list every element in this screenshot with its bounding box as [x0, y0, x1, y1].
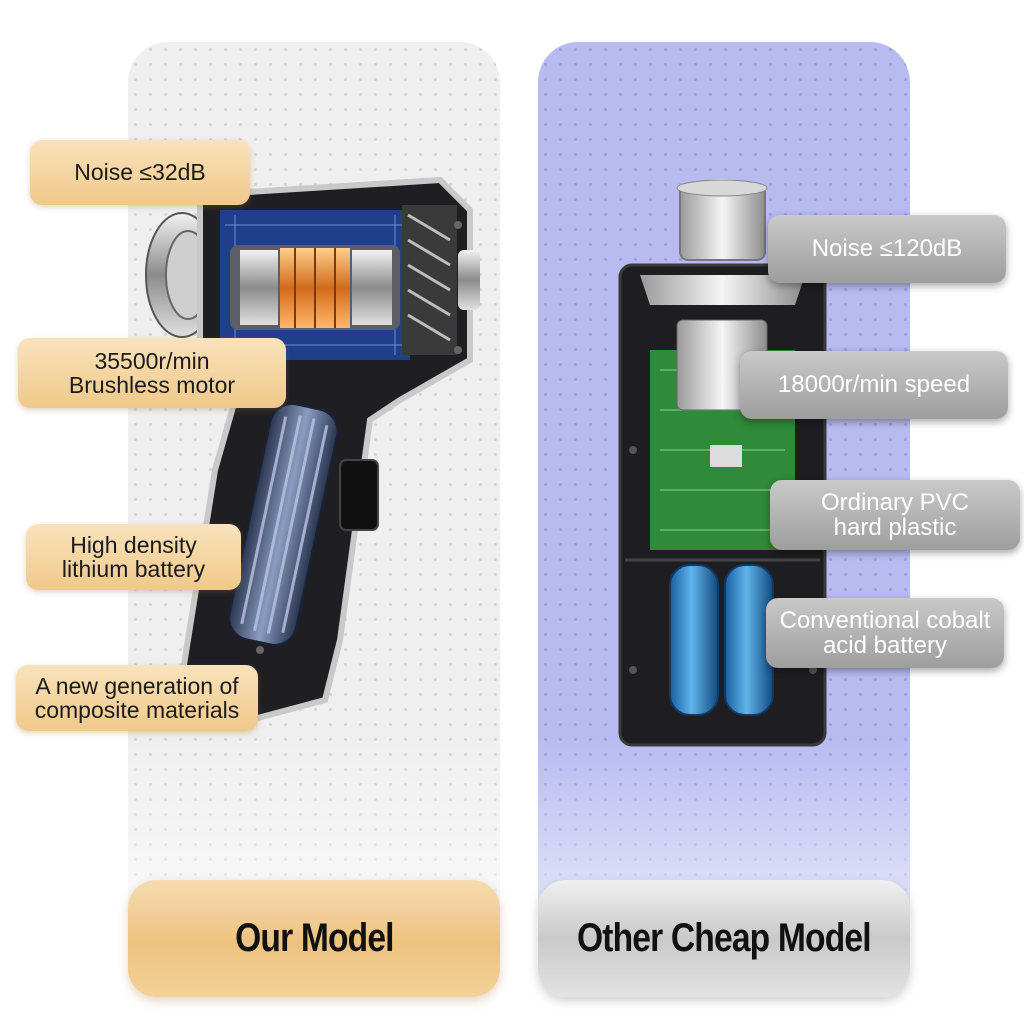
feature-label-materials-ours: A new generation of composite materials [16, 665, 258, 731]
other-model-title: Other Cheap Model [577, 916, 872, 960]
our-model-title: Our Model [234, 916, 394, 960]
feature-label-noise-other: Noise ≤120dB [768, 215, 1006, 283]
feature-label-plastic-other: Ordinary PVC hard plastic [770, 480, 1020, 550]
feature-label-battery-other: Conventional cobalt acid battery [766, 598, 1004, 668]
other-model-footer: Other Cheap Model [538, 880, 910, 997]
feature-label-motor-ours: 35500r/min Brushless motor [18, 338, 286, 408]
feature-label-battery-ours: High density lithium battery [26, 524, 241, 590]
blower-cutaway-illustration [145, 176, 480, 724]
our-model-footer: Our Model [128, 880, 500, 997]
feature-label-noise-ours: Noise ≤32dB [30, 140, 250, 205]
feature-label-speed-other: 18000r/min speed [740, 351, 1008, 419]
